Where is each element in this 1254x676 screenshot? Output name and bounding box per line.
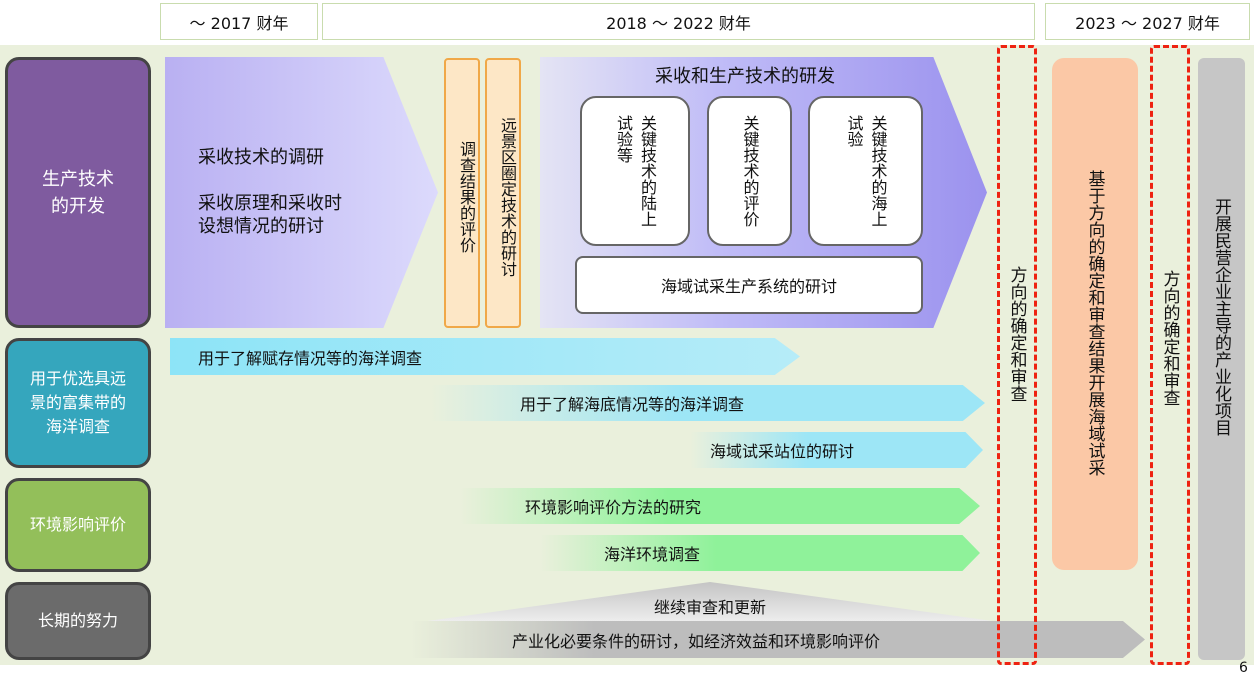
category-ocean-survey: 用于优选具远 景的富集带的 海洋调查 — [5, 338, 151, 468]
key-tech-evaluation-label: 关键技术的评价 — [740, 115, 760, 227]
review-column-1: 方向的确定和审查 — [997, 45, 1037, 665]
review-label: 继续审查和更新 — [653, 598, 766, 617]
review-column-1-label: 方向的确定和审查 — [1006, 266, 1027, 402]
category-long-term: 长期的努力 — [5, 582, 151, 660]
key-tech-land-test-label: 关键技术的陆上试验等 — [614, 115, 657, 227]
private-project-box: 开展民营企业主导的产业化项目 — [1198, 58, 1245, 660]
key-tech-sea-test-label: 关键技术的海上试验 — [844, 115, 888, 227]
prospect-area-box: 远景区圈定技术的研讨 — [485, 58, 521, 328]
survey-title: 采收技术的调研 — [198, 147, 324, 169]
survey-detail: 采收原理和采收时 设想情况的研讨 — [198, 192, 342, 238]
review-column-2: 方向的确定和审查 — [1150, 45, 1190, 665]
period-header-2018-2022: 2018 ～ 2022 财年 — [322, 3, 1035, 40]
key-tech-evaluation: 关键技术的评价 — [707, 96, 792, 246]
env-arrow-survey: 海洋环境调查 — [540, 535, 980, 571]
page-number: 6 — [1239, 660, 1248, 676]
key-tech-sea-test: 关键技术的海上试验 — [808, 96, 923, 246]
rd-title: 采收和生产技术的研发 — [655, 66, 835, 87]
key-tech-land-test: 关键技术的陆上试验等 — [580, 96, 690, 246]
survey-arrow: 采收技术的调研 采收原理和采收时 设想情况的研讨 — [165, 57, 438, 328]
period-header-2023-2027: 2023 ～ 2027 财年 — [1045, 3, 1250, 40]
category-production: 生产技术 的开发 — [5, 57, 151, 328]
evaluation-box: 调查结果的评价 — [444, 58, 480, 328]
category-environment: 环境影响评价 — [5, 478, 151, 572]
sea-trial-label: 基于方向的确定和审查结果开展海域试采 — [1084, 170, 1105, 476]
private-project-label: 开展民营企业主导的产业化项目 — [1211, 198, 1231, 436]
sea-trial-box: 基于方向的确定和审查结果开展海域试采 — [1052, 58, 1138, 570]
production-system-box: 海域试采生产系统的研讨 — [575, 256, 923, 314]
period-header-2017: ～ 2017 财年 — [160, 3, 318, 40]
industrialization-study-arrow: 产业化必要条件的研讨，如经济效益和环境影响评价 — [410, 621, 1145, 658]
ocean-arrow-site: 海域试采站位的研讨 — [690, 432, 983, 468]
ocean-arrow-seabed: 用于了解海底情况等的海洋调查 — [430, 385, 985, 421]
ocean-arrow-reserves: 用于了解赋存情况等的海洋调查 — [170, 338, 800, 375]
env-arrow-method: 环境影响评价方法的研究 — [460, 488, 980, 524]
review-column-2-label: 方向的确定和审查 — [1159, 270, 1180, 406]
